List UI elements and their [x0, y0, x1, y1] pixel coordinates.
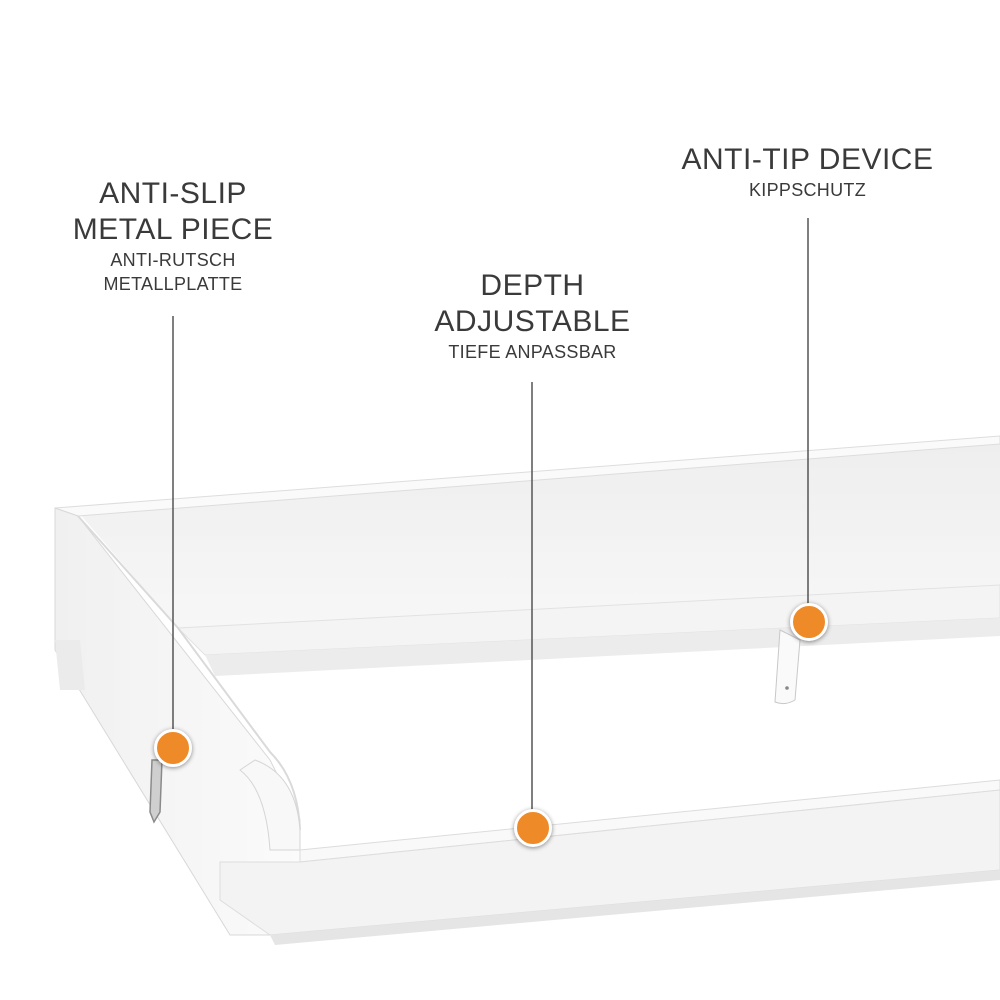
- callout-title-line: DEPTH: [480, 269, 585, 302]
- callout-anti-tip-device: ANTI-TIP DEVICE KIPPSCHUTZ: [660, 142, 955, 202]
- callout-anti-slip: ANTI-SLIP METAL PIECE ANTI-RUTSCH METALL…: [48, 176, 298, 297]
- anti-tip-strap: [774, 629, 801, 705]
- left-panel-rounded-end: [239, 759, 301, 851]
- callout-title-line: ANTI-TIP DEVICE: [681, 143, 934, 176]
- marker-antislip-dot: [154, 729, 192, 767]
- callout-depth-adjustable: DEPTH ADJUSTABLE TIEFE ANPASSBAR: [400, 268, 665, 364]
- callout-title-line: METAL PIECE: [72, 213, 274, 246]
- front-rail-top: [299, 779, 1000, 863]
- left-foot: [55, 640, 85, 690]
- marker-antitip-dot: [790, 603, 828, 641]
- callout-subtitle-line: METALLPLATTE: [103, 274, 243, 295]
- anti-slip-metal-piece: [149, 759, 163, 824]
- back-rail-inner: [78, 440, 1000, 628]
- callout-title-line: ANTI-SLIP: [99, 177, 247, 210]
- callout-title-line: ADJUSTABLE: [434, 305, 631, 338]
- strap-hole: [785, 686, 789, 690]
- marker-depth-dot: [514, 809, 552, 847]
- callout-subtitle-line: TIEFE ANPASSBAR: [448, 342, 617, 362]
- front-rail-bottom: [270, 870, 1000, 945]
- callout-subtitle-line: ANTI-RUTSCH: [110, 250, 236, 270]
- callout-subtitle-line: KIPPSCHUTZ: [748, 180, 866, 200]
- back-ledge: [176, 584, 1000, 656]
- front-rail-face: [219, 789, 1000, 936]
